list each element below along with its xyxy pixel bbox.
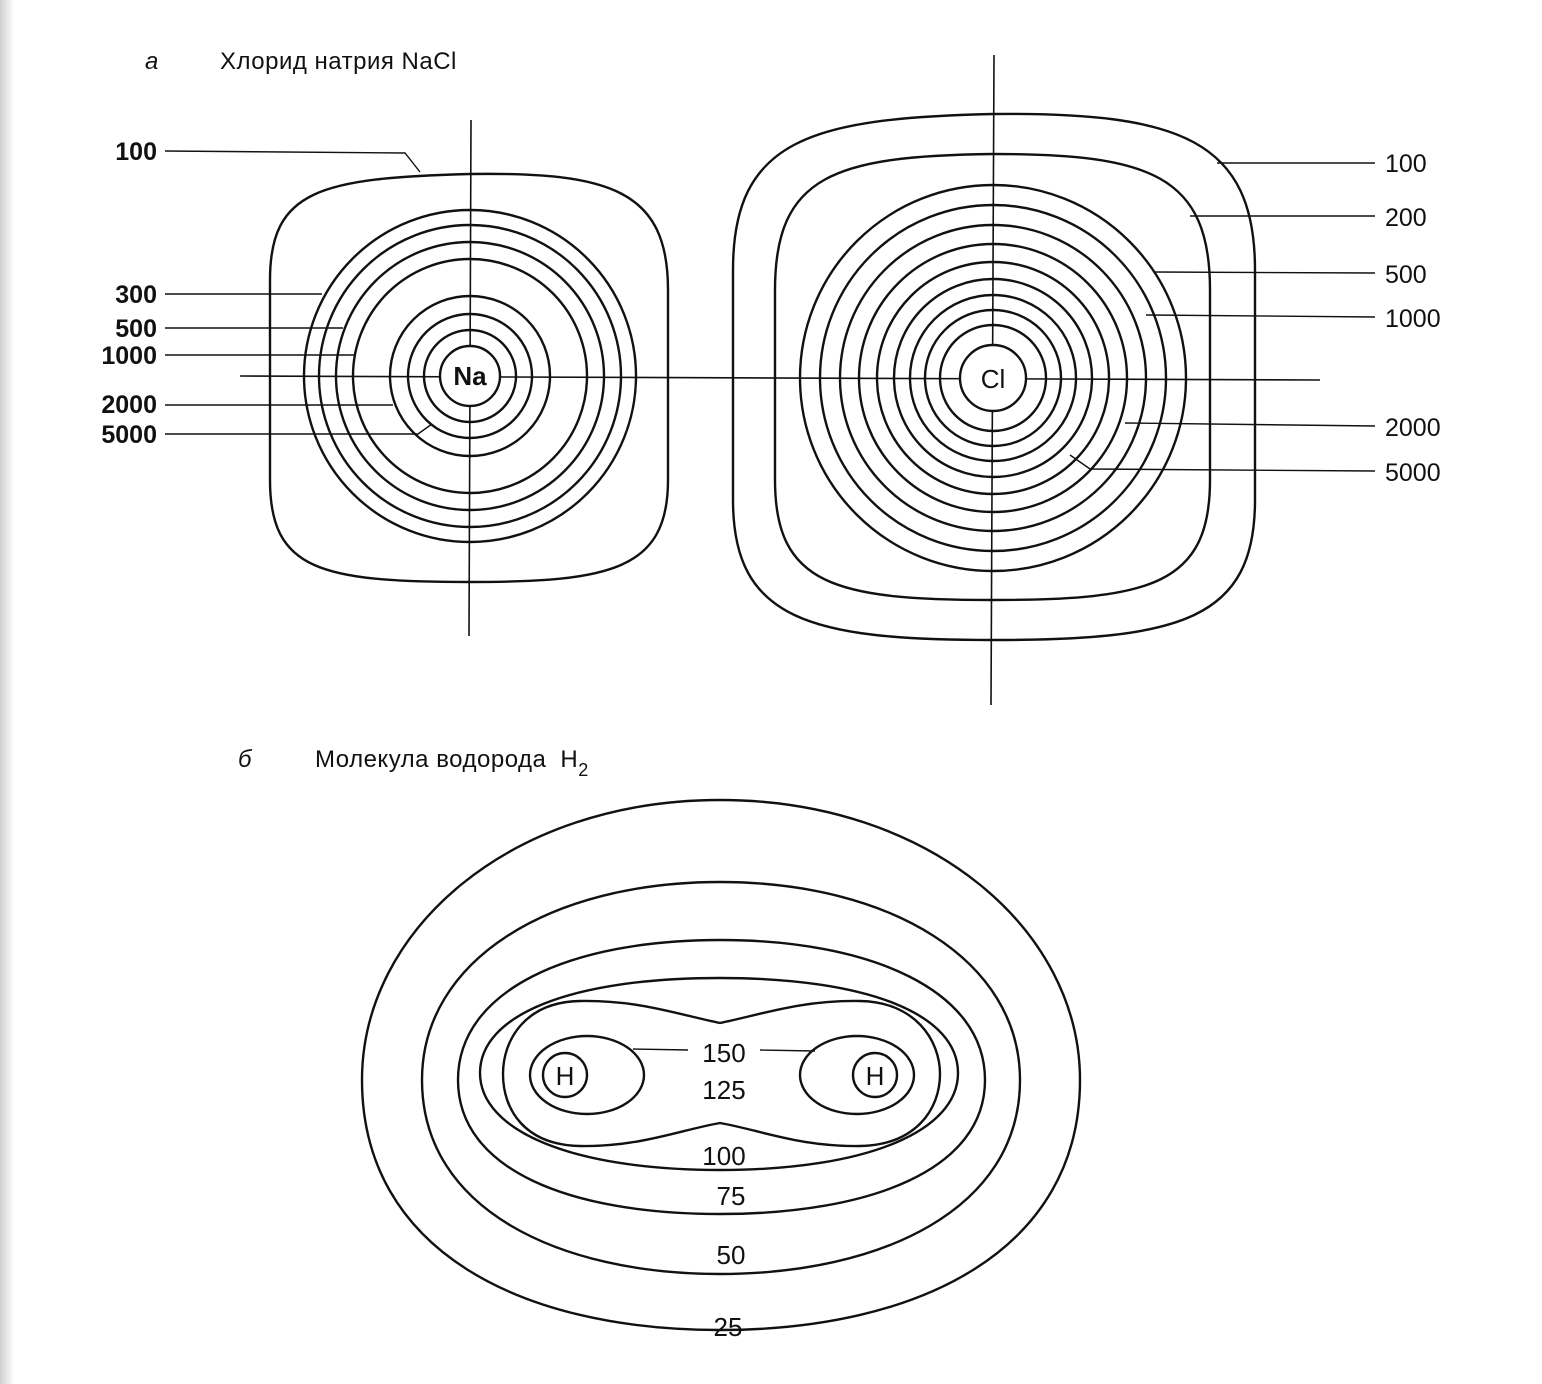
cl-level-5000: 5000 — [1385, 459, 1441, 487]
cl-level-100: 100 — [1385, 150, 1427, 178]
na-atom-label: Na — [453, 361, 487, 391]
cl-contour-inner — [938, 323, 1048, 433]
na-level-300: 300 — [115, 281, 157, 309]
cl-leader-1000 — [1145, 314, 1376, 318]
h2-level-100: 100 — [702, 1141, 745, 1171]
cl-contour-ring-c — [908, 293, 1078, 463]
na-leader-5000 — [165, 423, 433, 435]
h2-contour-150-right — [798, 1034, 916, 1116]
h2-contour-125 — [501, 999, 942, 1148]
cl-atom-label: Cl — [981, 364, 1006, 394]
cl-level-500: 500 — [1385, 261, 1427, 289]
na-contour-100 — [268, 172, 670, 584]
cl-leader-500 — [1154, 271, 1376, 274]
h-left-atom-label: H — [556, 1061, 575, 1091]
na-leaders — [164, 150, 433, 435]
na-level-2000: 2000 — [101, 391, 157, 419]
h2-leader-150-left — [632, 1048, 689, 1051]
h2-level-125: 125 — [702, 1075, 745, 1105]
cl-contour-ring-a — [838, 223, 1148, 533]
h-right-nucleus-circle — [851, 1051, 899, 1099]
cl-contour-2000 — [857, 242, 1129, 514]
cl-level-2000: 2000 — [1385, 414, 1441, 442]
na-contour-500 — [334, 240, 606, 512]
bond-axis — [239, 375, 1321, 381]
h2-contour-150-left — [528, 1034, 646, 1116]
h2-leader-150-right — [759, 1049, 816, 1052]
cl-nucleus-circle — [958, 343, 1028, 413]
panel-b-letter: б — [238, 746, 253, 773]
h2-level-150: 150 — [702, 1038, 745, 1068]
na-level-5000: 5000 — [101, 421, 157, 449]
h2-level-25: 25 — [714, 1312, 743, 1342]
panel-b-subscript: 2 — [578, 760, 589, 780]
na-contours — [268, 172, 670, 584]
na-level-500: 500 — [115, 315, 157, 343]
cl-contour-1000 — [818, 203, 1168, 553]
cl-level-200: 200 — [1385, 204, 1427, 232]
cl-leader-2000 — [1124, 422, 1376, 427]
cl-contour-ring-d — [923, 308, 1063, 448]
na-contour-2000 — [388, 294, 552, 458]
cl-contour-5000 — [892, 277, 1094, 479]
panel-b-formula: H — [560, 746, 578, 773]
cl-level-1000: 1000 — [1385, 305, 1441, 333]
panel-b-title-text: Молекула водорода — [315, 746, 547, 773]
na-level-1000: 1000 — [101, 342, 157, 370]
na-contour-inner — [422, 328, 518, 424]
h2-contour-100 — [478, 976, 960, 1172]
cl-contour-ring-b — [875, 260, 1111, 496]
h-right-atom-label: H — [866, 1061, 885, 1091]
na-leader-100 — [164, 150, 421, 173]
panel-a-letter: а — [145, 48, 158, 75]
panel-a-title: Хлорид натрия NaCl — [220, 48, 457, 75]
h2-contour-50 — [420, 880, 1022, 1276]
na-contour-1000 — [351, 257, 589, 495]
h2-contours — [360, 798, 1082, 1332]
h-left-nucleus-circle — [541, 1051, 589, 1099]
panel-a: а Хлорид натрия NaCl Na 100 — [101, 48, 1441, 706]
cl-leader-5000 — [1069, 454, 1376, 472]
h2-contour-25 — [360, 798, 1082, 1332]
scan-shadow — [0, 0, 14, 1384]
cl-leaders — [1069, 162, 1376, 472]
h2-contour-75 — [456, 938, 987, 1216]
cl-contours — [731, 112, 1257, 642]
na-contour-300 — [302, 208, 638, 544]
h2-level-50: 50 — [717, 1240, 746, 1270]
panel-b-title: Молекула водорода H2 — [315, 746, 589, 780]
cl-contour-500 — [798, 183, 1188, 573]
cl-contour-100 — [731, 112, 1257, 642]
na-contour-5000 — [406, 312, 534, 440]
na-contour-ring — [317, 223, 623, 529]
na-level-100: 100 — [115, 138, 157, 166]
h2-level-75: 75 — [717, 1181, 746, 1211]
na-nucleus-circle — [438, 344, 502, 408]
cl-contour-200 — [773, 152, 1212, 602]
